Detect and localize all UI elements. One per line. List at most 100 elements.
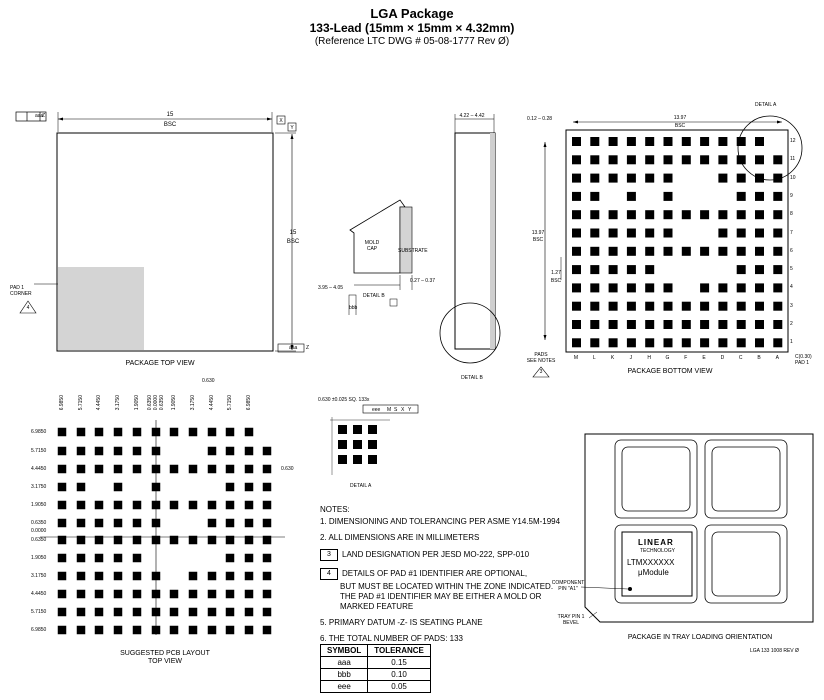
component-pin-label: COMPONENT PIN "A1" bbox=[551, 580, 585, 592]
bottom-pad bbox=[700, 155, 710, 165]
dim-027-037: 0.27 – 0.37 bbox=[410, 278, 436, 284]
pcb-pad bbox=[76, 518, 86, 528]
top-height-note: BSC bbox=[286, 239, 300, 245]
detail-b-label: DETAIL B bbox=[363, 293, 385, 299]
pcb-pad bbox=[132, 571, 142, 581]
pcb-pad bbox=[225, 571, 235, 581]
pcb-pad bbox=[57, 446, 67, 456]
pcb-pad bbox=[113, 589, 123, 599]
pcb-left-label: 6.9850 bbox=[31, 429, 47, 435]
pcb-pad bbox=[262, 482, 272, 492]
bottom-pad bbox=[755, 338, 764, 348]
bottom-pad bbox=[755, 283, 764, 293]
bottom-pad bbox=[626, 210, 636, 220]
pcb-layout bbox=[40, 420, 285, 635]
detail-a-view bbox=[330, 404, 419, 475]
thickness-dim: 4.22 – 4.42 bbox=[459, 113, 485, 119]
pcb-pad bbox=[132, 553, 142, 563]
pcb-pad bbox=[94, 625, 104, 635]
tray-part: LTMXXXXXX bbox=[627, 558, 675, 567]
pcb-pad bbox=[169, 500, 179, 510]
pcb-pad bbox=[244, 518, 254, 528]
pcb-pad bbox=[151, 535, 161, 545]
pcb-pad bbox=[207, 500, 217, 510]
bottom-pad bbox=[663, 228, 673, 238]
pcb-pad bbox=[76, 446, 86, 456]
pitch-dim: 1.27 bbox=[551, 270, 561, 276]
bottom-pad bbox=[645, 301, 655, 311]
detail-a-label: DETAIL A bbox=[755, 102, 777, 108]
bottom-pad bbox=[773, 191, 783, 201]
detail-a-frame: eee bbox=[372, 407, 381, 413]
pcb-pad bbox=[57, 571, 67, 581]
pcb-left-label: 4.4450 bbox=[31, 466, 47, 472]
bottom-pad bbox=[755, 301, 764, 311]
pcb-pitch-right: 0.630 bbox=[281, 466, 294, 472]
bottom-pad bbox=[645, 137, 655, 146]
pcb-pad bbox=[188, 535, 198, 545]
bottom-row-label: 5 bbox=[790, 266, 793, 273]
bottom-pad bbox=[736, 210, 746, 220]
bottom-pad bbox=[700, 320, 710, 329]
pcb-pad bbox=[169, 464, 179, 474]
bottom-pad bbox=[572, 246, 581, 256]
bottom-pad bbox=[590, 173, 600, 183]
pcb-left-label: 3.1750 bbox=[31, 484, 47, 490]
bottom-pad bbox=[755, 155, 764, 165]
pcb-pad bbox=[244, 500, 254, 510]
bbb-label: bbb bbox=[349, 305, 358, 311]
pcb-pad bbox=[262, 518, 272, 528]
package-bottom-view bbox=[543, 115, 803, 353]
bottom-pad bbox=[773, 338, 783, 348]
bottom-width-dim: 13.97 bbox=[673, 115, 687, 121]
bottom-pad bbox=[681, 137, 691, 146]
bottom-pad bbox=[681, 246, 691, 256]
bottom-pad bbox=[773, 283, 783, 293]
top-width-dim: 15 bbox=[166, 112, 174, 118]
tol-value: 0.05 bbox=[367, 680, 431, 693]
bottom-pad bbox=[608, 155, 618, 165]
bottom-pad bbox=[700, 210, 710, 220]
pcb-pad bbox=[188, 607, 198, 617]
bottom-pad bbox=[626, 246, 636, 256]
bottom-pad bbox=[755, 191, 764, 201]
bottom-pad bbox=[736, 137, 746, 146]
top-width-note: BSC bbox=[163, 122, 177, 128]
bottom-row-label: 8 bbox=[790, 211, 793, 218]
pcb-pad bbox=[244, 607, 254, 617]
bottom-pad-grid bbox=[572, 137, 783, 348]
bottom-row-label: 9 bbox=[790, 192, 793, 199]
pcb-pad bbox=[262, 553, 272, 563]
tray-pin-label: TRAY PIN 1 BEVEL bbox=[557, 614, 585, 626]
bottom-pad bbox=[663, 210, 673, 220]
pcb-pad bbox=[225, 625, 235, 635]
bottom-pad bbox=[608, 338, 618, 348]
pcb-top-label: 3.1750 bbox=[115, 395, 121, 411]
pcb-pad bbox=[225, 427, 235, 437]
pcb-pad bbox=[188, 589, 198, 599]
pcb-pad bbox=[207, 607, 217, 617]
bottom-column-label: A bbox=[775, 355, 779, 361]
pcb-pad bbox=[262, 625, 272, 635]
bottom-pad bbox=[590, 137, 600, 146]
pcb-pad bbox=[169, 535, 179, 545]
pcb-pad bbox=[94, 464, 104, 474]
bottom-row-label: 10 bbox=[790, 174, 796, 181]
tol-header-tolerance: TOLERANCE bbox=[367, 644, 431, 657]
bottom-pad bbox=[681, 155, 691, 165]
pcb-pad bbox=[244, 427, 254, 437]
bottom-pad bbox=[590, 338, 600, 348]
pcb-pad bbox=[225, 518, 235, 528]
bottom-pad bbox=[645, 210, 655, 220]
bottom-pad bbox=[773, 301, 783, 311]
pcb-pad bbox=[262, 535, 272, 545]
bottom-pad bbox=[718, 246, 728, 256]
bottom-pad bbox=[755, 228, 764, 238]
bottom-pad bbox=[572, 228, 581, 238]
pcb-left-label: 5.7150 bbox=[31, 609, 47, 615]
bottom-pad bbox=[608, 320, 618, 329]
bottom-pad bbox=[755, 137, 764, 146]
bottom-pad bbox=[718, 320, 728, 329]
pcb-pad bbox=[113, 427, 123, 437]
